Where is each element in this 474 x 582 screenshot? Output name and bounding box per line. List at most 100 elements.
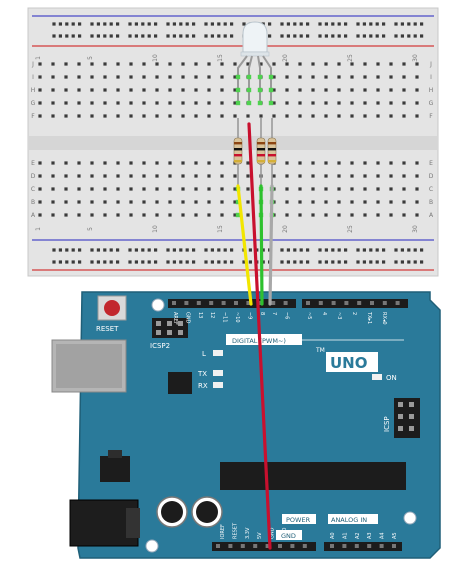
breadboard-hole [376,75,380,79]
rail-hole [293,248,297,252]
breadboard-hole [415,75,419,79]
breadboard-hole [233,101,237,105]
row-letter: H [429,87,434,94]
rail-hole [268,22,272,26]
header-pin [330,544,334,548]
rail-hole [324,248,328,252]
breadboard-hole [402,114,406,118]
breadboard-hole [298,213,302,217]
rail-hole [210,22,214,26]
rail-hole [154,34,158,38]
breadboard-hole [376,101,380,105]
rail-hole [344,22,348,26]
highlighted-hole [235,212,241,218]
breadboard-hole [207,114,211,118]
breadboard-hole [103,88,107,92]
rail-hole [78,248,82,252]
rail-hole [248,248,252,252]
rail-hole [248,260,252,264]
breadboard-hole [77,161,81,165]
row-letter: B [31,199,35,206]
breadboard-hole [129,88,133,92]
breadboard-hole [38,200,42,204]
breadboard-hole [116,174,120,178]
breadboard-hole [51,101,55,105]
rail-hole [71,34,75,38]
rx-led [213,382,223,388]
rail-hole [204,260,208,264]
breadboard-hole [103,101,107,105]
breadboard-hole [155,174,159,178]
breadboard-hole [116,101,120,105]
rail-hole [286,22,290,26]
breadboard-hole [207,62,211,66]
rail-hole [134,248,138,252]
icsp2-pin [178,330,183,335]
column-number: 30 [412,225,419,233]
breadboard-hole [155,161,159,165]
rail-hole [185,34,189,38]
rail-hole [217,22,221,26]
rail-hole [420,260,424,264]
row-letter: D [31,173,36,180]
breadboard-hole [142,62,146,66]
rail-hole [337,34,341,38]
rail-hole [382,34,386,38]
rail-hole [96,260,100,264]
breadboard-hole [272,114,276,118]
power-header [212,542,316,551]
breadboard-hole [311,174,315,178]
rail-hole [356,260,360,264]
resistor-band [268,142,276,145]
digital-pin-label: ~5 [306,312,312,319]
row-letter: D [429,173,434,180]
breadboard-hole [142,187,146,191]
breadboard-hole [116,161,120,165]
usb-interface-chip [168,372,192,394]
reset-button-cap[interactable] [104,300,120,316]
rail-hole [116,34,120,38]
breadboard-hole [220,75,224,79]
rail-hole [172,260,176,264]
breadboard-hole [233,213,237,217]
column-number: 15 [217,54,224,62]
rail-hole [344,260,348,264]
breadboard-hole [246,62,250,66]
rail-hole [407,260,411,264]
rail-hole [172,34,176,38]
rail-hole [223,260,227,264]
on-label: ON [386,374,397,382]
breadboard-hole [155,200,159,204]
resistor-band [234,148,242,151]
power-pin-label: 5V [257,532,263,539]
rail-hole [204,248,208,252]
rail-hole [223,248,227,252]
rail-hole [324,260,328,264]
digital-pin-label: 4 [321,312,327,315]
breadboard-hole [77,101,81,105]
header-pin [271,301,276,305]
breadboard-hole [181,213,185,217]
highlighted-hole [235,87,241,93]
icsp-pin [409,426,414,431]
rail-hole [280,260,284,264]
breadboard-hole [285,114,289,118]
breadboard-hole [376,62,380,66]
column-number: 30 [412,54,419,62]
breadboard-hole [350,187,354,191]
resistor-band [257,148,265,151]
breadboard-hole [259,62,263,66]
row-letter: H [31,87,36,94]
header-pin [216,544,220,548]
digital-pin-label: 8 [259,312,265,315]
rx-label: RX [198,382,208,390]
icsp2-pin [167,330,172,335]
rail-hole [52,248,56,252]
rgb-led-rim [240,51,270,57]
breadboard-hole [181,101,185,105]
breadboard-hole [220,62,224,66]
digital-pin-label: 7 [271,312,277,315]
